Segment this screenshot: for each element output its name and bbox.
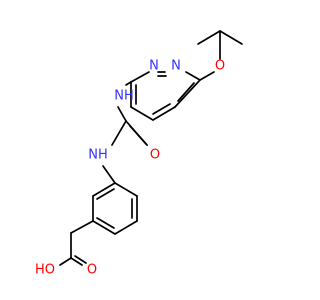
bond-cooh-oh: [59, 257, 72, 266]
bond-carbonyl-nh2: [111, 120, 127, 146]
bond-benz-4-5: [92, 220, 116, 235]
bond-ring-nh1: [125, 81, 132, 86]
atom-n-ring-2: N: [149, 59, 159, 74]
molecule-structure: O N N NH O NH HO O: [35, 30, 243, 278]
bonds: [59, 30, 243, 266]
bond-benz-6-1: [92, 182, 116, 197]
bond-ring-c6-c1: [174, 79, 201, 108]
bond-ipr-ch3-right: [219, 30, 243, 45]
bond-carbonyl-o-double: [129, 125, 148, 146]
atom-nh-1: NH: [114, 89, 134, 104]
atom-nh-2: NH: [88, 148, 108, 163]
bond-ring-c6-n1: [185, 71, 201, 81]
atom-n-ring-1: N: [171, 59, 181, 74]
bond-nh2-benzene: [102, 165, 116, 184]
bond-ring-c6-c1-inner: [177, 82, 195, 102]
bond-ring-c5-c6: [152, 106, 176, 121]
bond-benz-4-5-inner: [96, 217, 115, 229]
bond-o-ring: [199, 71, 215, 81]
bond-benz-3-4: [114, 220, 138, 235]
bond-ring-c5-c6-inner: [152, 103, 171, 115]
atom-labels: O N N NH O NH HO O: [35, 59, 225, 278]
atom-o-ether: O: [215, 59, 225, 74]
molecule-diagram: O N N NH O NH HO O: [34, 30, 243, 278]
bond-nh1-carbonyl: [117, 106, 127, 122]
bond-cooh-o: [70, 257, 83, 266]
bond-benz-ch2: [70, 220, 94, 234]
bond-ipr-ch3-left: [197, 30, 221, 45]
bond-benz-1-2: [114, 182, 138, 197]
bond-ring-c4-c5: [130, 106, 154, 121]
bond-benz-6-1-inner: [96, 188, 115, 200]
atom-acid-o: O: [87, 263, 97, 278]
bond-ring-n2-c3: [130, 71, 150, 83]
atom-acid-ho: HO: [35, 263, 55, 278]
bond-cooh-o-double: [74, 255, 87, 264]
atom-o-carbonyl: O: [150, 148, 160, 163]
